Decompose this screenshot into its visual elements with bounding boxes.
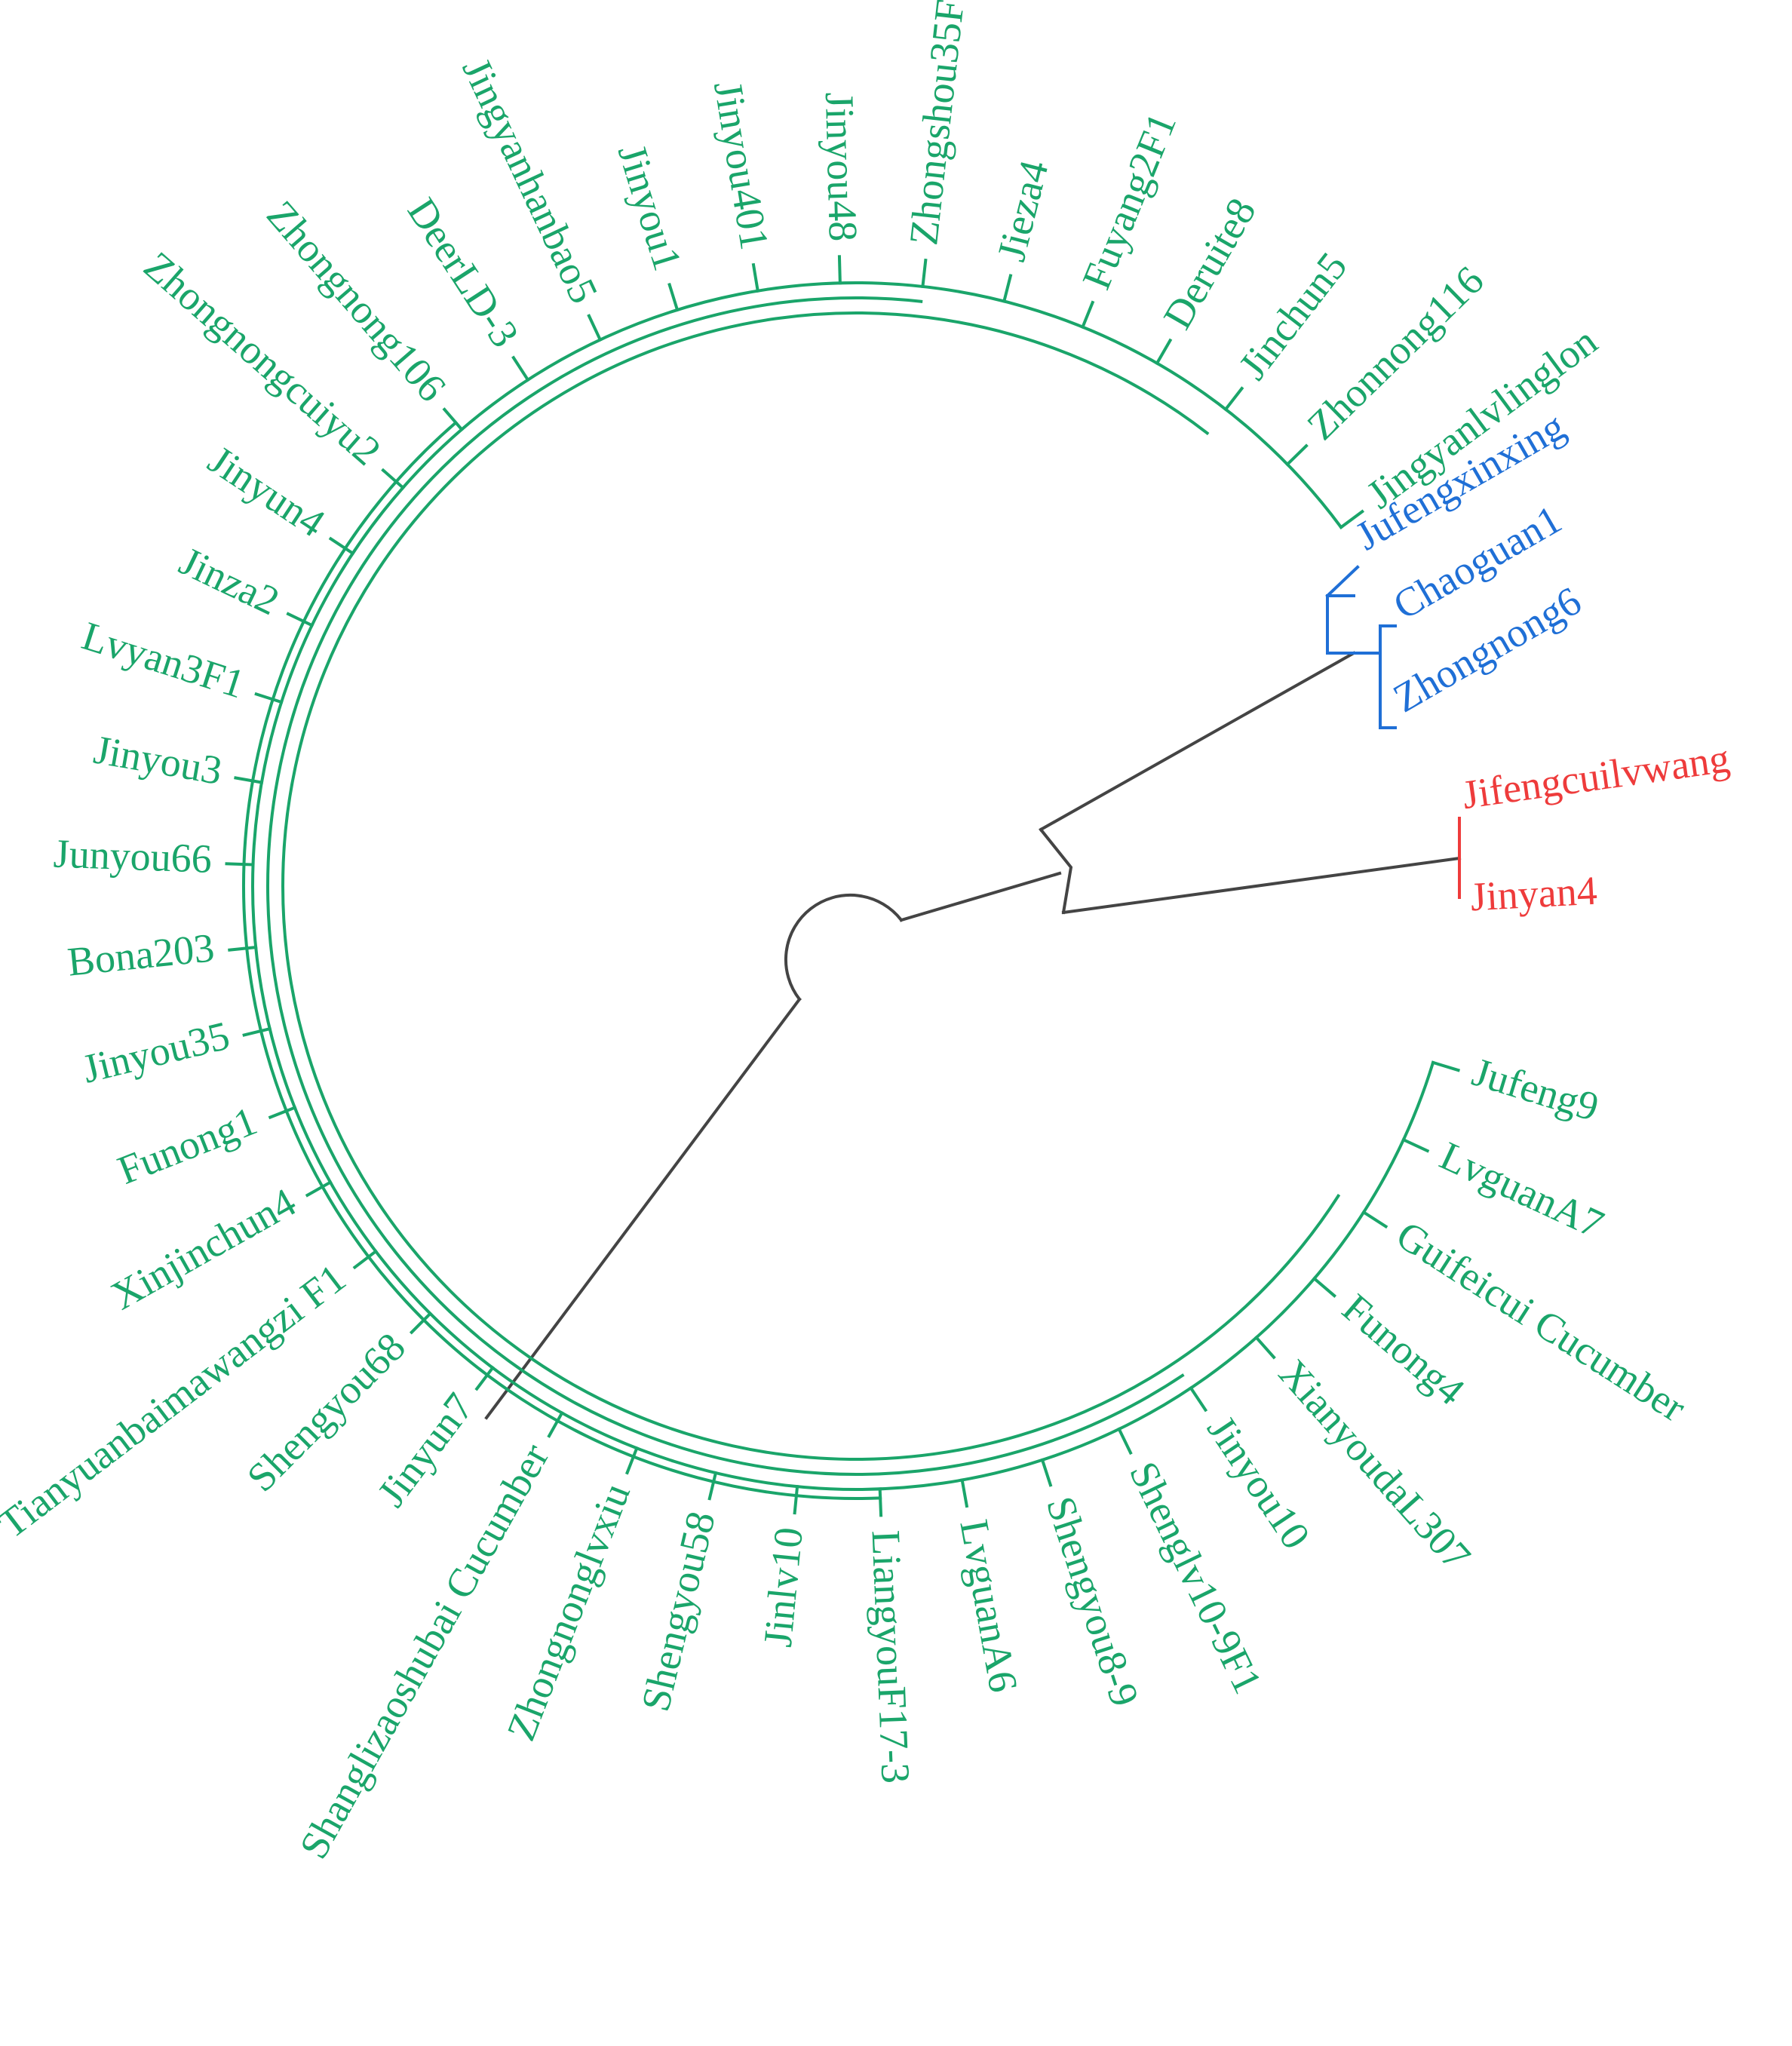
leaf-branch-green [1431,1060,1461,1072]
green-inner-arc [281,311,1341,1461]
taxon-labels: JingyanlvlinglonZhonnong116Jinchun5Derui… [0,0,1732,1866]
leaf-branch-green [409,1311,433,1335]
leaf-branch-green [793,1485,799,1515]
leaf-branch-green [1401,1137,1430,1153]
leaf-branch-green [547,1410,564,1438]
taxon-label: Jinza2 [173,538,286,624]
taxon-label: Jinyou1 [609,139,691,275]
leaf-branch-green [1189,1385,1208,1413]
leaf-branch-green [751,262,760,293]
leaf-branch-green [1223,386,1244,412]
trunk-branch-blue [1039,651,1356,832]
taxon-label: Jinlv10 [755,1525,812,1649]
leaf-branch-green [837,255,842,285]
leaf-branch-green [328,536,355,556]
taxon-label: Funong1 [112,1098,263,1193]
taxon-label: LiangyouF17-3 [863,1529,918,1784]
taxon-label: Lvyan3F1 [77,613,250,707]
taxon-label: Shengyou58 [633,1507,724,1716]
taxon-label: Shengyou8-9 [1038,1491,1148,1711]
leaf-branch-green [286,612,315,627]
trunk-branch-red [1061,856,1462,915]
trunk-branch-green [484,997,802,1420]
tree-branches [225,255,1462,1517]
leaf-branch-green [474,1365,496,1391]
taxon-label: Deruite8 [1155,190,1265,336]
leaf-branch-green [381,468,406,490]
leaf-branch-green [921,258,928,289]
leaf-branch-green [1253,1335,1276,1360]
taxon-label: Jinyun4 [201,437,333,545]
taxon-label: Jinchun5 [1230,244,1356,388]
leaf-branch-green [254,692,284,704]
leaf-branch-green [1040,1458,1053,1487]
leaf-branch-green [305,1179,333,1198]
taxon-label: Tianyuanbaimawangzi F1 [0,1255,354,1547]
taxon-label: Jinyou35 [78,1013,234,1092]
blue-red-split [1039,827,1073,915]
leaf-branch-green [1361,1210,1388,1229]
taxon-label: DeerLD-3 [399,190,528,355]
trunk-branch-blue-red [899,871,1062,922]
leaf-branch-green [1339,509,1365,529]
leaf-branch-green [707,1471,718,1501]
taxon-label: Jinyou401 [705,78,778,253]
leaf-branch-green [228,945,258,952]
leaf-branch-green [1002,274,1013,303]
leaf-branch-green [960,1478,969,1508]
leaf-branch-green [442,407,465,432]
green-outer-arc [251,281,1435,1491]
root-loop [784,893,904,1002]
leaf-branch-green [1117,1427,1133,1456]
taxon-label: Jinyun7 [369,1385,483,1515]
taxon-label: Junyou66 [53,831,213,882]
leaf-branch-green [587,314,603,342]
blue-subclade-bracket [1352,624,1397,729]
taxon-label: LvguanA7 [1434,1133,1611,1247]
leaf-branch-green [878,1487,883,1517]
taxon-label: LvguanA6 [951,1516,1026,1695]
taxon-label: Jifengcuilvwang [1459,735,1732,817]
blue-leaf-branch [1325,565,1360,598]
taxon-label: Shanglizaoshubai Cucumber [290,1436,557,1866]
leaf-branch-green [225,862,255,867]
taxon-label: Funong4 [1334,1285,1474,1413]
taxon-label: Jinyan4 [1469,868,1598,920]
leaf-branch-green [511,355,530,382]
leaf-branch-green [234,776,264,784]
taxon-label: Fuyang2F1 [1073,106,1185,296]
leaf-branch-green [1080,300,1095,330]
blue-clade-bracket [1326,594,1355,655]
green-mid-arc [266,296,1185,1476]
taxon-label: Zhongshou35F1 [901,0,975,247]
leaf-branch-green [667,282,680,312]
taxon-label: Jieza4 [988,156,1057,266]
leaf-branch-green [1285,443,1309,467]
taxon-label: Jufeng9 [1468,1049,1604,1130]
leaf-branch-green [1155,338,1173,366]
taxon-label: Bona203 [66,925,216,984]
taxon-label: Jinyou10 [1198,1408,1319,1557]
leaf-branch-green [242,1026,272,1037]
leaf-branch-green [624,1446,639,1475]
leaf-branch-green [1312,1276,1337,1298]
taxon-label: Jinyou48 [817,91,866,242]
taxon-label: Jinyou3 [91,727,226,794]
leaf-branch-green [268,1106,297,1120]
leaf-branch-green [352,1249,379,1270]
